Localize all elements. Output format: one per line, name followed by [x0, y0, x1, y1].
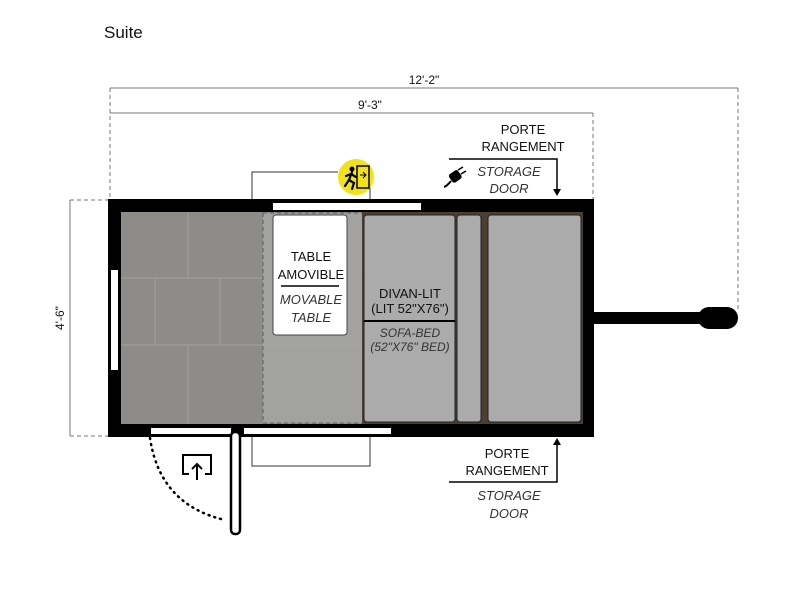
width-label: 4'-6" [53, 306, 67, 330]
storage-bottom-fr-1: PORTE [485, 446, 530, 461]
storage-bottom-en-1: STORAGE [477, 488, 541, 503]
table-label-fr-1: TABLE [291, 249, 332, 264]
storage-bottom-fr-2: RANGEMENT [465, 463, 548, 478]
storage-top-arrowhead [553, 189, 561, 196]
sofa-label-en-1: SOFA-BED [380, 326, 441, 340]
window-frame-bottom [251, 437, 371, 467]
storage-top-fr-1: PORTE [501, 122, 546, 137]
window-top [273, 203, 421, 210]
hitch-coupler [698, 307, 738, 329]
dimension-overall [109, 87, 739, 312]
sofa-label-fr-1: DIVAN-LIT [379, 286, 441, 301]
entry-door-icon [182, 454, 212, 480]
entry-door[interactable] [229, 430, 242, 536]
door-swing [148, 436, 227, 522]
storage-top-en-2: DOOR [490, 181, 529, 196]
storage-bottom-arrowhead [553, 438, 561, 445]
dimension-width [69, 199, 110, 437]
movable-table [272, 214, 348, 336]
storage-bottom-en-2: DOOR [490, 506, 529, 521]
table-label-fr-2: AMOVIBLE [278, 267, 345, 282]
window-front [111, 270, 118, 370]
plan-title: Suite [104, 23, 143, 42]
power-plug-icon [443, 166, 467, 188]
window-bottom-left [151, 428, 231, 434]
rear-storage-area [487, 214, 582, 423]
storage-top-en-1: STORAGE [477, 164, 541, 179]
storage-top-fr-2: RANGEMENT [481, 139, 564, 154]
sofa-label-en-2: (52"X76" BED) [370, 340, 449, 354]
table-label-en-1: MOVABLE [280, 292, 342, 307]
window-bottom [244, 428, 391, 434]
table-label-en-2: TABLE [291, 310, 332, 325]
storage-bottom-arrow [449, 440, 558, 483]
overall-length-label: 12'-2" [409, 73, 440, 87]
window-frame-top [251, 171, 338, 199]
sofa-label-fr-2: (LIT 52"X76") [371, 301, 449, 316]
box-length-label: 9'-3" [358, 98, 382, 112]
emergency-exit-icon [338, 159, 374, 195]
sofa-bed [363, 214, 456, 423]
trailer-tongue [590, 312, 720, 324]
sofa-back-cushion [456, 214, 482, 423]
storage-top-arrow [449, 158, 558, 194]
dimension-box [110, 112, 594, 200]
